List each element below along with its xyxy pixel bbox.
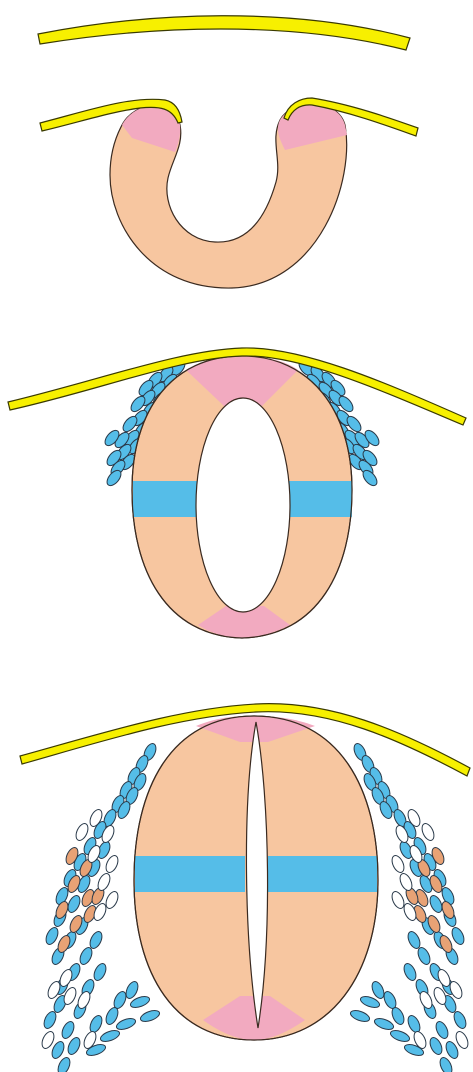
neural-crest-cell: [92, 962, 109, 983]
sulcus-limitans-band-right: [286, 481, 352, 517]
surface-ectoderm-top: [38, 16, 410, 50]
neural-crest-cell: [42, 1010, 59, 1031]
migrating-crest-cell: [373, 1016, 395, 1031]
migrating-crest-cell: [139, 1008, 161, 1023]
neural-crest-cell: [428, 1036, 445, 1057]
neural-crest-cell: [44, 926, 61, 947]
migrating-crest-cell: [389, 1028, 411, 1043]
neural-crest-cell: [66, 894, 83, 915]
crest-derivative-cell: [390, 854, 407, 875]
sulcus-limitans-band-right: [268, 856, 377, 892]
crest-derivative-cell: [74, 822, 91, 843]
migrating-crest-cell: [99, 1028, 121, 1043]
neural-crest-cell: [452, 1010, 469, 1031]
neural-canal-lumen: [196, 398, 290, 612]
neural-crest-cell: [60, 1020, 77, 1041]
neural-crest-cell: [88, 930, 105, 951]
migrating-crest-cell: [115, 1016, 137, 1031]
neural-crest-cell: [88, 1014, 105, 1035]
neural-crest-cell: [438, 1056, 455, 1072]
stage-neural-tube-late: [20, 704, 470, 1072]
neural-crest-cell: [450, 926, 467, 947]
migrating-crest-cell: [349, 1008, 371, 1023]
neural-crest-cell: [402, 962, 419, 983]
neural-crest-cell: [416, 946, 433, 967]
neural-crest-cell: [434, 1020, 451, 1041]
crest-derivative-cell: [104, 854, 121, 875]
stage-neural-groove: [38, 16, 418, 288]
neural-crest-cell: [56, 1056, 73, 1072]
neural-crest-cell: [428, 894, 445, 915]
neural-crest-cell: [66, 1036, 83, 1057]
crest-derivative-cell: [420, 822, 437, 843]
sulcus-limitans-band-left: [133, 481, 199, 517]
neural-crest-cell: [78, 946, 95, 967]
sulcus-limitans-band-left: [135, 856, 245, 892]
neural-crest-cell: [406, 1014, 423, 1035]
neural-crest-cell: [406, 930, 423, 951]
stage-neural-tube-early: [8, 348, 466, 638]
